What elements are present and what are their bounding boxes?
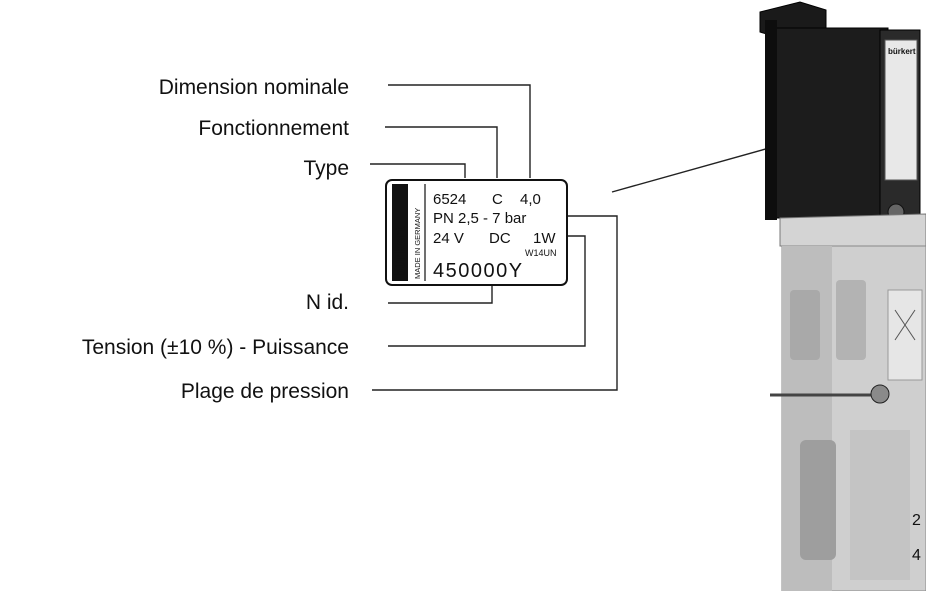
label-plage-de-pression: Plage de pression (181, 381, 349, 402)
plate-current: DC (489, 230, 511, 247)
plate-code: W14UN (525, 248, 557, 258)
solenoid-valve: bürkert 2 4 (760, 2, 926, 591)
plate-brand: bürkert (392, 226, 409, 278)
port-2-label: 2 (912, 512, 921, 529)
plate-power: 1W (533, 230, 556, 247)
plate-made-in: MADE IN GERMANY (413, 208, 422, 279)
port-4-label: 4 (912, 547, 921, 564)
plate-function: C (492, 191, 503, 208)
label-n-id: N id. (306, 292, 349, 313)
label-dimension-nominale: Dimension nominale (159, 77, 349, 98)
plate-type: 6524 (433, 191, 466, 208)
plate-voltage: 24 V (433, 230, 464, 247)
coil-label: bürkert (888, 47, 916, 56)
nameplate: bürkert MADE IN GERMANY 6524 C 4,0 PN 2,… (386, 180, 567, 285)
plate-dn: 4,0 (520, 191, 541, 208)
leader-type (370, 164, 465, 178)
label-type: Type (303, 158, 349, 179)
label-tension-puissance: Tension (±10 %) - Puissance (82, 337, 349, 358)
plate-id-number: 450000Y (433, 260, 524, 282)
label-fonctionnement: Fonctionnement (198, 118, 349, 139)
leader-fonctionnement (385, 127, 497, 178)
plate-pressure: PN 2,5 - 7 bar (433, 210, 526, 227)
